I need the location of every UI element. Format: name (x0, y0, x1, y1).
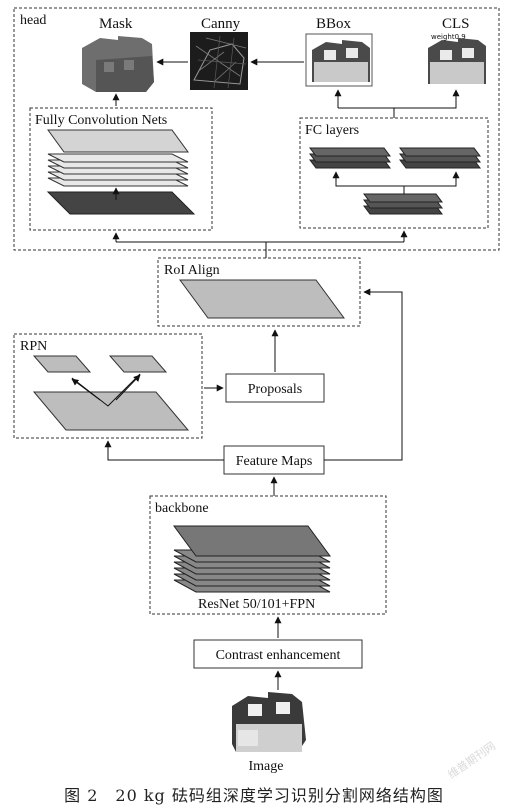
roi-align-label: RoI Align (164, 263, 220, 278)
mask-label: Mask (99, 16, 133, 32)
contrast-enhancement-box (193, 639, 363, 669)
fcn-stack (46, 129, 196, 215)
canny-image (190, 32, 248, 90)
cls-image: weight0.9 (428, 33, 486, 84)
feature-maps-label: Feature Maps (236, 454, 313, 469)
canny-label: Canny (201, 16, 241, 32)
bbox-image (305, 33, 373, 87)
cls-label: CLS (442, 16, 470, 32)
backbone-box (149, 495, 387, 615)
fc-layers-stacks (309, 147, 481, 215)
roi-align-box (157, 257, 361, 327)
head-box (13, 7, 500, 251)
backbone-label: backbone (155, 501, 209, 516)
head-label: head (20, 13, 46, 28)
rpn-maps (32, 355, 190, 431)
rpn-box (13, 333, 203, 439)
image-label: Image (249, 759, 284, 774)
rpn-label: RPN (20, 339, 47, 354)
backbone-stack (173, 525, 331, 593)
arrow-fm-to-roi (324, 288, 403, 461)
arrow-fm-to-rpn (104, 440, 224, 461)
contrast-enhancement-label: Contrast enhancement (216, 648, 341, 663)
input-image (232, 692, 306, 752)
fc-layers-box (299, 117, 489, 229)
proposals-box (225, 373, 325, 403)
fcn-label: Fully Convolution Nets (35, 113, 167, 128)
fc-fork-line (338, 107, 395, 118)
mask-image (82, 36, 154, 92)
fcn-box (29, 107, 213, 231)
fc-layers-label: FC layers (305, 123, 359, 138)
bbox-label: BBox (316, 16, 352, 32)
cls-weight-text: weight0.9 (431, 33, 466, 41)
roi-align-map (179, 279, 345, 319)
proposals-label: Proposals (248, 382, 302, 397)
arrow-fc-to-cls (394, 89, 460, 109)
figure-caption: 图 2 20 kg 砝码组深度学习识别分割网络结构图 (64, 786, 444, 805)
backbone-model-label: ResNet 50/101+FPN (198, 597, 315, 612)
